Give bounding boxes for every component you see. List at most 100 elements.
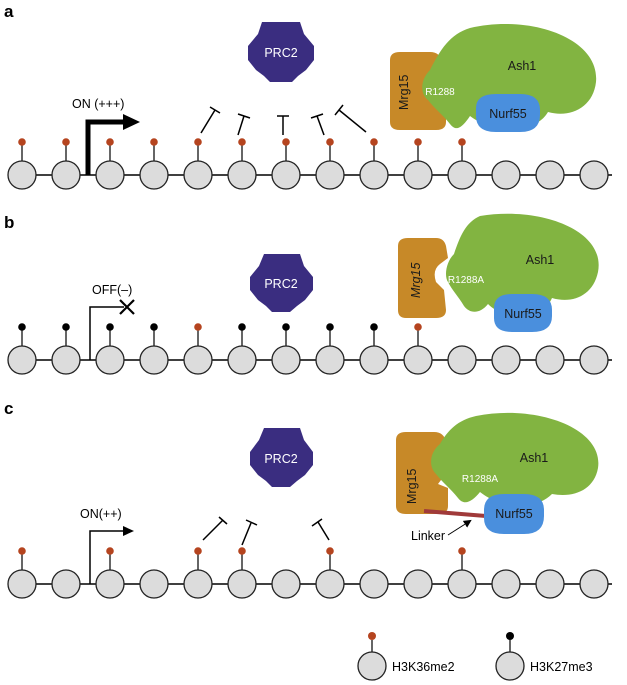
nucleosome-circle [271, 160, 301, 190]
inhibition-symbols [202, 516, 330, 546]
nucleosome-circle [271, 569, 301, 599]
legend: H3K36me2 H3K27me3 [357, 632, 593, 681]
nucleosome-circle [51, 569, 81, 599]
nucleosome-circle [227, 345, 257, 375]
nucleosome-circle [579, 569, 609, 599]
nucleosome [359, 569, 389, 599]
prc2-icon [248, 22, 314, 82]
nucleosome [183, 138, 213, 190]
ash1-icon [431, 412, 599, 505]
nucleosome-circle [447, 345, 477, 375]
h3k36me2-mark [326, 547, 334, 555]
ash1-icon [446, 213, 599, 314]
panel-label: b [4, 213, 14, 232]
inhibition-icon [202, 516, 228, 541]
residue-label: R1288A [462, 474, 498, 485]
nucleosome [579, 345, 609, 375]
nucleosome [315, 547, 345, 599]
nucleosome-circle [271, 345, 301, 375]
nucleosome-circle [7, 345, 37, 375]
h3k27me3-mark [18, 323, 26, 331]
nucleosome-circle [491, 345, 521, 375]
h3k36me2-mark [238, 547, 246, 555]
nucleosome [7, 547, 37, 599]
h3k36me2-mark [194, 323, 202, 331]
mrg15-label: Mrg15 [405, 469, 419, 504]
nucleosome [227, 547, 257, 599]
h3k36me2-mark [62, 138, 70, 146]
nucleosome [139, 323, 169, 375]
nucleosome [315, 138, 345, 190]
nucleosome-circle [95, 160, 125, 190]
nucleosome [7, 138, 37, 190]
nucleosome-circle [447, 569, 477, 599]
nurf55-icon [494, 294, 552, 332]
h3k36me2-mark [18, 547, 26, 555]
ash1-complex [396, 412, 599, 534]
nucleosome [315, 323, 345, 375]
promoter-label: OFF(–) [92, 283, 132, 297]
ash1-icon [422, 24, 597, 129]
ash1-label: Ash1 [520, 451, 549, 465]
nurf55-icon [484, 494, 544, 534]
nucleosome-circle [403, 345, 433, 375]
nurf55-label: Nurf55 [504, 307, 542, 321]
h3k36me2-mark [106, 547, 114, 555]
h3k27me3-mark [150, 323, 158, 331]
nucleosome [51, 569, 81, 599]
prc2-label: PRC2 [264, 452, 297, 466]
h3k27me3-mark [370, 323, 378, 331]
nucleosome [403, 138, 433, 190]
nucleosome-chain [7, 138, 609, 190]
legend-h3k36me2: H3K36me2 [357, 632, 455, 681]
h3k36me2-mark [18, 138, 26, 146]
promoter-arrow [89, 526, 134, 584]
h3k36me2-mark [194, 138, 202, 146]
nucleosome-circle [51, 160, 81, 190]
nucleosome-circle [7, 160, 37, 190]
nucleosome [447, 345, 477, 375]
promoter-label: ON(++) [80, 507, 122, 521]
nucleosome [535, 569, 565, 599]
nucleosome [271, 323, 301, 375]
nucleosome-chain [7, 323, 609, 375]
prc2-label: PRC2 [264, 277, 297, 291]
h3k36me2-mark [458, 138, 466, 146]
mrg15-label: Mrg15 [397, 75, 411, 110]
nucleosome [359, 138, 389, 190]
residue-label: R1288 [425, 87, 455, 98]
nucleosome [183, 547, 213, 599]
nucleosome [579, 569, 609, 599]
inhibition-icon [200, 106, 221, 134]
nucleosome-circle [403, 160, 433, 190]
h3k27me3-mark [238, 323, 246, 331]
nucleosome [183, 323, 213, 375]
nucleosome [95, 138, 125, 190]
h3k27me3-mark [326, 323, 334, 331]
nurf55-icon [476, 94, 540, 132]
nucleosome [535, 345, 565, 375]
linker-label: Linker [411, 529, 445, 543]
nucleosome [491, 569, 521, 599]
h3k36me2-mark [238, 138, 246, 146]
panel-a: a ON (+++) PRC2 Mrg15 Ash1 R [4, 2, 612, 190]
nucleosome [139, 138, 169, 190]
h3k27me3-mark [106, 323, 114, 331]
nucleosome [359, 323, 389, 375]
nucleosome-chain [7, 547, 609, 599]
prc2-label: PRC2 [264, 46, 297, 60]
prc2-icon [250, 428, 313, 487]
legend-label-h3k36me2: H3K36me2 [392, 660, 455, 674]
h3k27me3-mark [62, 323, 70, 331]
nucleosome [579, 160, 609, 190]
panel-c: c ON(++) PRC2 Mrg15 Ash1 R1288A [4, 399, 612, 599]
nucleosome-circle [491, 160, 521, 190]
nurf55-label: Nurf55 [489, 107, 527, 121]
nucleosome [227, 138, 257, 190]
inhibition-icon [277, 115, 289, 135]
mrg15-label: Mrg15 [409, 263, 423, 298]
residue-label: R1288A [448, 275, 484, 286]
panel-label: c [4, 399, 13, 418]
ash1-label: Ash1 [508, 59, 537, 73]
